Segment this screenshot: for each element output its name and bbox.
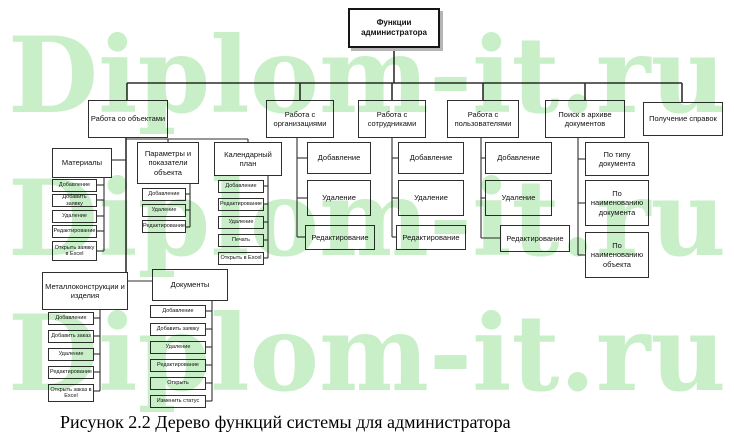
node-work-users: Работа с пользователями: [447, 100, 519, 138]
materials-action-add-request: Добавить заявку: [52, 194, 97, 207]
users-action-add: Добавление: [485, 142, 552, 174]
documents-action-add: Добавление: [150, 305, 206, 318]
figure-caption: Рисунок 2.2 Дерево функций системы для а…: [60, 412, 511, 432]
calendar-action-add: Добавление: [218, 180, 264, 193]
employees-action-delete: Удаление: [398, 180, 464, 216]
node-archive-search: Поиск в архиве документов: [545, 100, 625, 138]
parameters-action-delete: Удаление: [142, 204, 186, 217]
parameters-action-edit: Редактирование: [142, 220, 186, 233]
documents-action-add-request: Добавить заявку: [150, 323, 206, 336]
documents-action-open: Открыть: [150, 377, 206, 390]
orgs-action-delete: Удаление: [307, 180, 371, 216]
node-certificates: Получение справок: [643, 102, 723, 136]
metal-action-add: Добавление: [48, 312, 94, 325]
parameters-action-add: Добавление: [142, 188, 186, 201]
materials-action-edit: Редактирование: [52, 225, 97, 238]
materials-action-delete: Удаление: [52, 210, 97, 223]
archive-by-document-type: По типу документа: [585, 142, 649, 176]
documents-action-edit: Редактирование: [150, 359, 206, 372]
metal-action-open-excel: Открыть заказ в Excel: [48, 384, 94, 402]
employees-action-add: Добавление: [398, 142, 464, 174]
node-calendar-plan: Календарный план: [214, 142, 282, 176]
node-materials: Материалы: [52, 148, 112, 178]
archive-by-document-name: По наименованию документа: [585, 180, 649, 226]
materials-action-add: Добавление: [52, 179, 97, 192]
documents-action-delete: Удаление: [150, 341, 206, 354]
calendar-action-delete: Удаление: [218, 216, 264, 229]
node-root: Функции администратора: [348, 8, 440, 48]
node-documents: Документы: [152, 269, 228, 301]
metal-action-add-order: Добавить заказ: [48, 330, 94, 343]
node-work-employees: Работа с сотрудниками: [358, 100, 426, 138]
node-parameters: Параметры и показатели объекта: [137, 142, 199, 184]
employees-action-edit: Редактирование: [396, 225, 466, 250]
calendar-action-open-excel: Открыть в Excel: [218, 252, 264, 265]
calendar-action-print: Печать: [218, 234, 264, 247]
users-action-edit: Редактирование: [500, 225, 570, 252]
materials-action-open-excel: Открыть заявку в Excel: [52, 241, 97, 261]
metal-action-edit: Редактирование: [48, 366, 94, 379]
node-work-organizations: Работа с организациями: [266, 100, 334, 138]
orgs-action-add: Добавление: [307, 142, 371, 174]
node-metal-constructions: Металлоконструкции и изделия: [42, 272, 128, 310]
users-action-delete: Удаление: [485, 180, 552, 216]
orgs-action-edit: Редактирование: [305, 225, 375, 250]
metal-action-delete: Удаление: [48, 348, 94, 361]
documents-action-change-status: Изменить статус: [150, 395, 206, 408]
calendar-action-edit: Редактирование: [218, 198, 264, 211]
archive-by-object-name: По наименованию объекта: [585, 232, 649, 278]
node-work-objects: Работа со объектами: [88, 100, 168, 138]
